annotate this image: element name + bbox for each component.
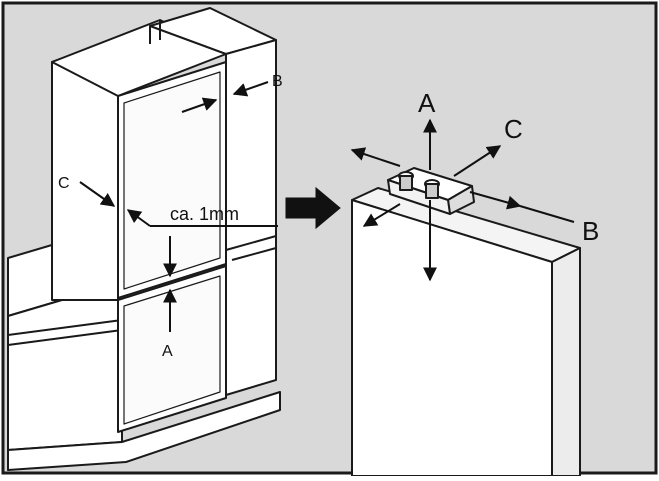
transition-arrow xyxy=(285,186,341,230)
left-cabinet-illustration xyxy=(7,7,281,471)
upper-door-panel xyxy=(123,71,221,290)
plinth xyxy=(7,391,281,471)
label-left-b: B xyxy=(272,73,283,90)
adjust-b-arrow-right xyxy=(469,191,522,210)
adjust-c-arrow-back xyxy=(453,145,502,177)
lower-door-panel xyxy=(123,275,221,425)
hinge-screw-1-body xyxy=(399,175,413,191)
label-right-b: B xyxy=(582,216,599,246)
right-annotations xyxy=(350,118,575,282)
right-door-illustration xyxy=(351,167,581,477)
label-left-a: A xyxy=(162,343,173,360)
gap-b-arrow-in xyxy=(181,97,218,113)
gap-dimension-arrow xyxy=(126,209,151,227)
label-right-c: C xyxy=(504,114,523,144)
door-side xyxy=(551,247,581,477)
label-gap-1mm: ca. 1mm xyxy=(170,204,239,224)
gap-c-arrow xyxy=(79,181,116,207)
left-annotations xyxy=(79,81,278,332)
gap-b-arrow-in-right xyxy=(232,81,269,97)
label-left-c: C xyxy=(58,175,70,192)
adjust-b-leader xyxy=(519,205,575,223)
adjust-b-arrow-left xyxy=(350,147,401,167)
label-right-a: A xyxy=(418,88,436,118)
adjust-c-arrow-forward xyxy=(362,203,401,227)
hinge-screw-2-body xyxy=(425,183,439,199)
